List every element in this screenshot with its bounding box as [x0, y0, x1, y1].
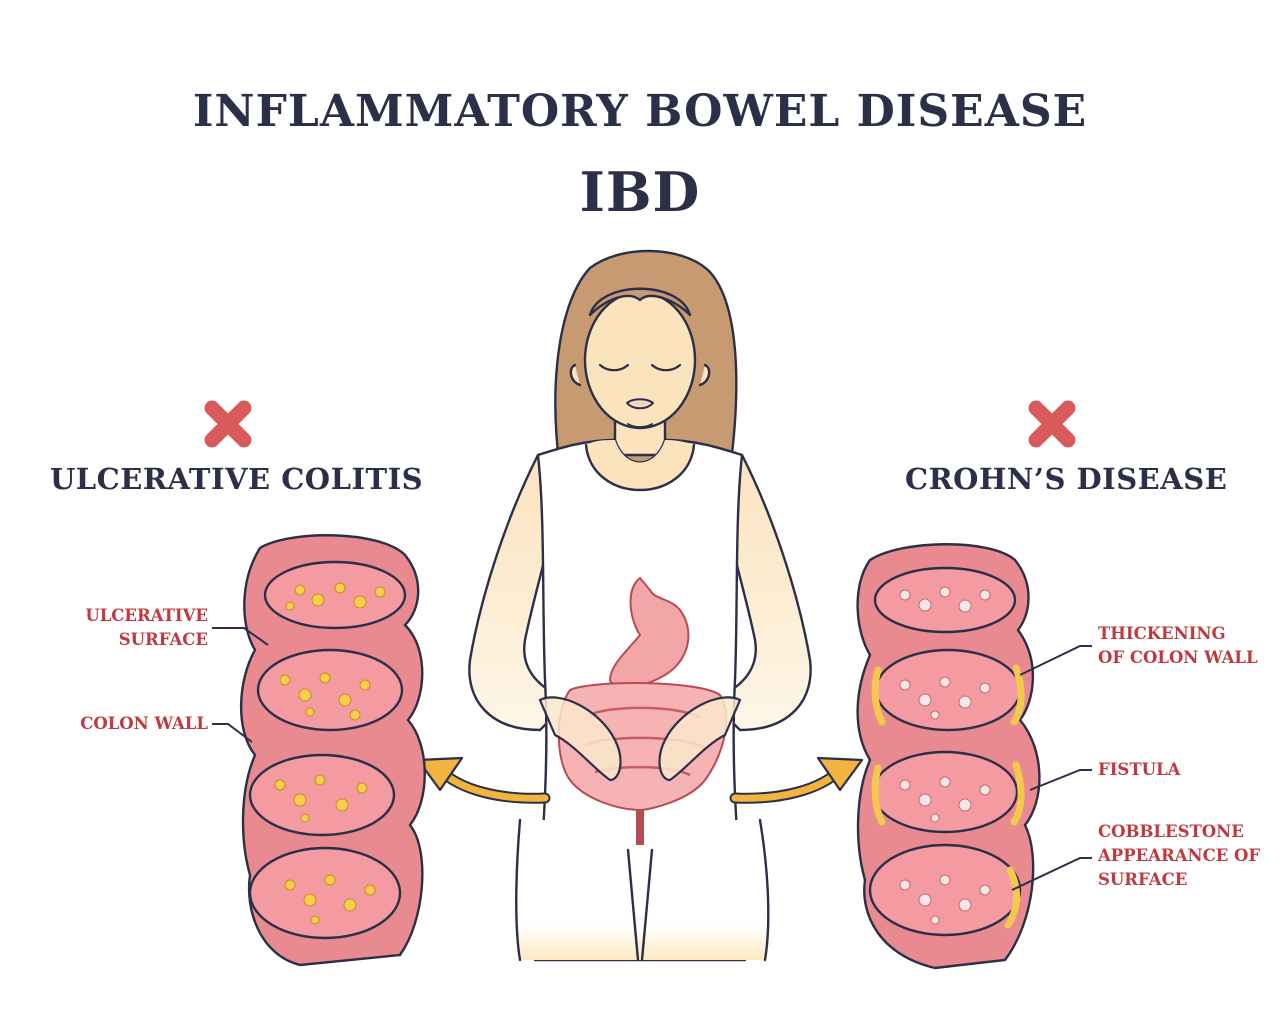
- crohns-disease-heading: CROHN’S DISEASE: [905, 462, 1228, 496]
- colon-wall-label: COLON WALL: [80, 712, 208, 736]
- x-mark-icon: [1028, 400, 1076, 448]
- thickening-label-line: OF COLON WALL: [1098, 648, 1258, 667]
- label-leader-lines: [212, 627, 1092, 891]
- curved-arrow-icon: [416, 756, 551, 804]
- cobblestone-label: COBBLESTONE APPEARANCE OF SURFACE: [1098, 820, 1260, 892]
- x-mark-icon: [204, 400, 252, 448]
- thickening-label: THICKENING OF COLON WALL: [1098, 622, 1258, 670]
- ulcerative-surface-label: ULCERATIVE SURFACE: [85, 604, 208, 652]
- cobblestone-label-line: SURFACE: [1098, 870, 1188, 889]
- fistula-label-line: FISTULA: [1098, 760, 1181, 779]
- cobblestone-label-line: COBBLESTONE: [1098, 822, 1244, 841]
- ulcerative-colitis-heading: ULCERATIVE COLITIS: [50, 462, 424, 496]
- colon-wall-label-line: COLON WALL: [80, 714, 208, 733]
- ulcerative-surface-label-line: SURFACE: [118, 630, 208, 649]
- cobblestone-label-line: APPEARANCE OF: [1098, 846, 1261, 865]
- crohns-colon-icon: [856, 543, 1041, 970]
- page-title: INFLAMMATORY BOWEL DISEASE: [192, 86, 1088, 137]
- thickening-label-line: THICKENING: [1098, 624, 1226, 643]
- ulcerative-colon-icon: [239, 534, 426, 967]
- curved-arrow-icon: [729, 756, 864, 804]
- fistula-label: FISTULA: [1098, 758, 1180, 782]
- hands: [538, 696, 742, 782]
- woman-figure: [468, 249, 812, 962]
- ulcerative-surface-label-line: ULCERATIVE: [85, 606, 208, 625]
- page-subtitle: IBD: [579, 160, 701, 224]
